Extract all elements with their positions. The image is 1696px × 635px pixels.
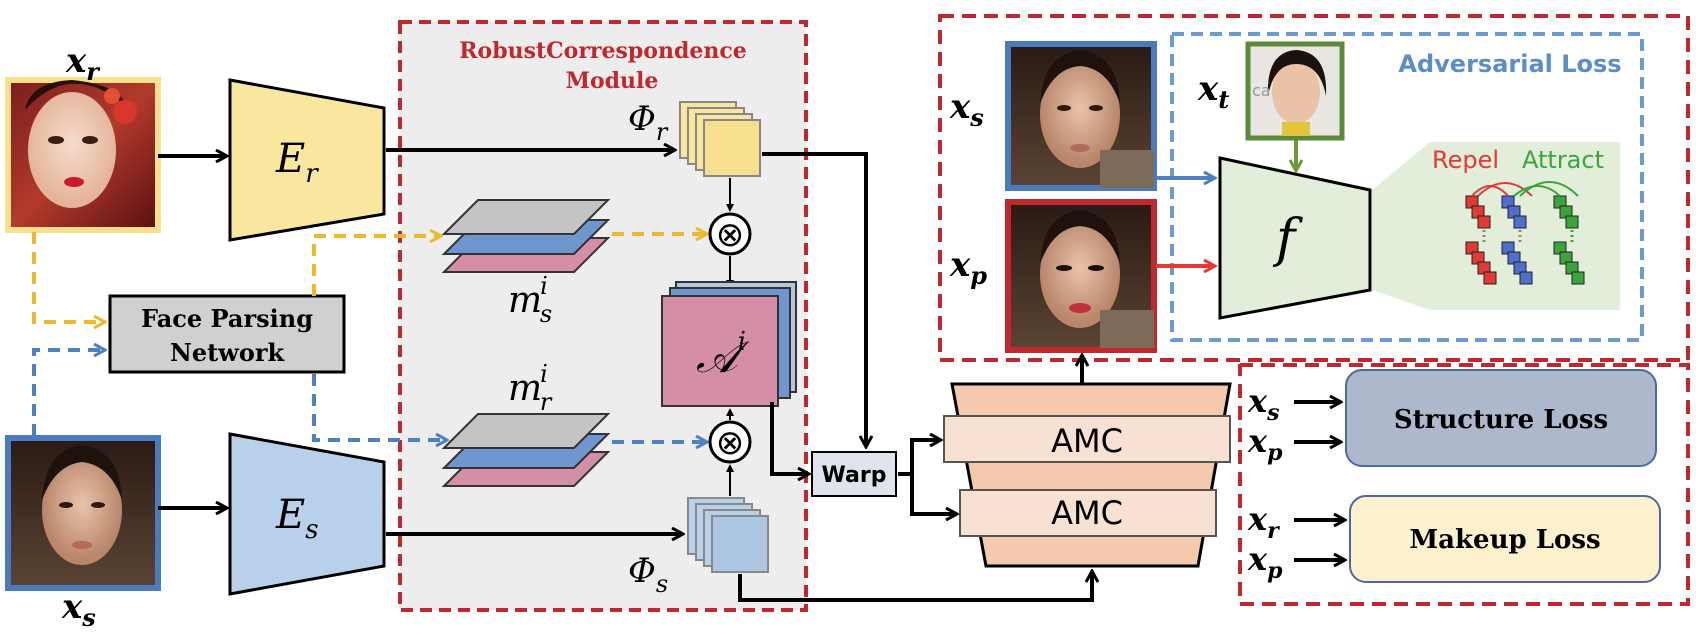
warp-box xyxy=(811,451,897,497)
x-p-label-right: xp xyxy=(949,245,987,290)
repel-label: Repel xyxy=(1432,146,1499,174)
ca-watermark: ca xyxy=(1252,81,1271,100)
otimes-top-symbol: ⊗ xyxy=(716,215,745,255)
feature-stack-s xyxy=(687,497,769,573)
encoder-s-label: Es xyxy=(275,492,319,545)
feature-stack-r xyxy=(679,101,761,177)
makeup-xr-label: xr xyxy=(1247,500,1280,544)
embedding-blocks xyxy=(1465,181,1585,285)
x-s-label-left: xs xyxy=(61,587,96,632)
adversarial-title: Adversarial Loss xyxy=(1398,50,1621,78)
amc-decoder xyxy=(950,382,1232,568)
encoder-s xyxy=(228,432,386,596)
arrow-xs-parsing xyxy=(32,350,104,436)
arrow-xr-parsing xyxy=(32,232,104,322)
attention-stack xyxy=(661,281,797,407)
arrow-parsing-mr xyxy=(312,374,446,440)
amc-block-1 xyxy=(943,415,1231,463)
arrow-warp-amc2 xyxy=(910,474,956,514)
warp-label: Warp xyxy=(822,463,887,488)
makeup-xp-label: xp xyxy=(1247,540,1283,584)
x-r-label: xr xyxy=(65,41,101,86)
structure-xp-label: xp xyxy=(1247,422,1283,466)
face-parsing-network xyxy=(108,294,346,374)
amc-label-1: AMC xyxy=(1051,422,1123,460)
x-s-label-right: xs xyxy=(949,87,984,132)
face-parsing-line2: Network xyxy=(170,338,286,367)
amc-block-2 xyxy=(959,489,1217,537)
mask-stack-r xyxy=(441,413,611,487)
arrow-phir-warp xyxy=(762,152,866,446)
adversarial-outer-box xyxy=(938,14,1690,362)
otimes-bottom-symbol: ⊗ xyxy=(716,423,745,463)
rcm-title-line2: Module xyxy=(566,68,659,94)
recognizer-f xyxy=(1218,156,1372,320)
loss-box xyxy=(1238,363,1690,606)
otimes-top xyxy=(708,212,752,256)
output-image xyxy=(1005,199,1157,353)
x-t-label: xt xyxy=(1197,69,1229,114)
source-image-left xyxy=(5,435,161,591)
encoder-r xyxy=(228,78,386,242)
phi-s-label: Φs xyxy=(628,551,668,598)
source-image-right xyxy=(1005,41,1157,191)
arrow-A-warp xyxy=(770,402,808,474)
arrow-parsing-ms xyxy=(312,236,440,296)
attract-label: Attract xyxy=(1522,146,1604,174)
mask-stack-s xyxy=(441,199,611,273)
phi-r-label: Φr xyxy=(628,99,669,146)
adversarial-box xyxy=(1170,32,1644,342)
amc-label-2: AMC xyxy=(1051,494,1123,532)
makeup-loss-label: Makeup Loss xyxy=(1409,525,1600,555)
rcm-title-line1: RobustCorrespondence xyxy=(459,38,746,64)
face-parsing-line1: Face Parsing xyxy=(141,304,313,333)
reference-image xyxy=(5,77,161,233)
arrow-phis-amc xyxy=(738,572,1092,602)
structure-xs-label: xs xyxy=(1247,382,1279,426)
makeup-loss-box xyxy=(1349,495,1661,583)
structure-loss-box xyxy=(1345,369,1657,467)
structure-loss-label: Structure Loss xyxy=(1394,405,1608,435)
otimes-bottom xyxy=(708,420,752,464)
encoder-r-label: Er xyxy=(275,136,319,189)
arrow-warp-amc1 xyxy=(898,440,940,476)
target-image: ca xyxy=(1245,41,1345,141)
